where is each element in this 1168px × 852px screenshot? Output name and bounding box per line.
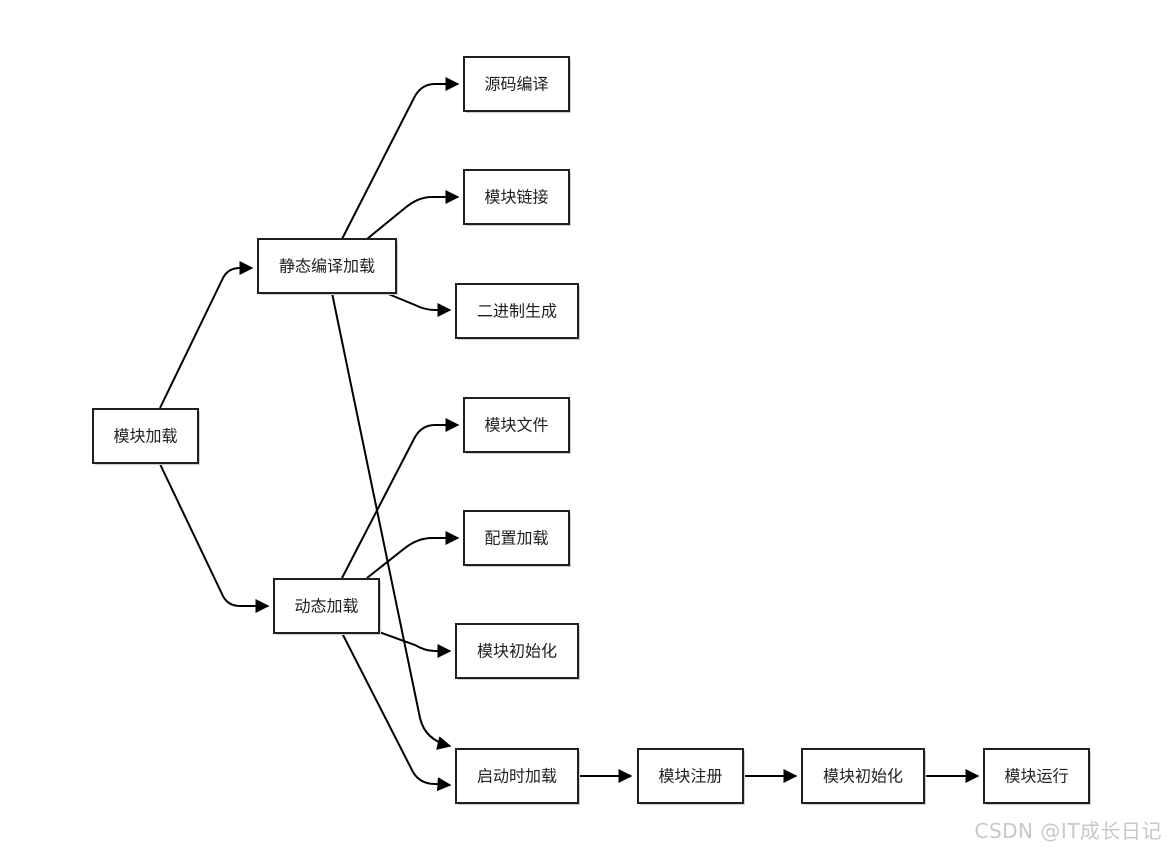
node-module-linking: 模块链接 — [463, 169, 571, 226]
node-module-file: 模块文件 — [463, 397, 571, 454]
node-static-compile-loading: 静态编译加载 — [257, 238, 398, 295]
edge-dynamic-to-module-init — [378, 631, 452, 658]
node-module-register: 模块注册 — [637, 748, 745, 805]
edge-dynamic-to-module-file — [341, 418, 460, 579]
edge-dynamic-to-config-loading — [366, 531, 460, 579]
node-label: 二进制生成 — [477, 302, 557, 321]
node-binary-generation: 二进制生成 — [455, 283, 580, 340]
node-module-run: 模块运行 — [983, 748, 1091, 805]
node-config-loading: 配置加载 — [463, 510, 571, 567]
node-label: 源码编译 — [484, 75, 548, 94]
node-startup-loading: 启动时加载 — [455, 748, 580, 805]
node-dynamic-loading: 动态加载 — [273, 578, 381, 635]
node-label: 模块注册 — [658, 767, 722, 786]
watermark: CSDN @IT成长日记 — [974, 819, 1162, 843]
node-module-init: 模块初始化 — [801, 748, 926, 805]
node-label: 静态编译加载 — [279, 257, 375, 276]
node-label: 模块加载 — [113, 427, 177, 446]
edge-module-loading-to-dynamic — [159, 463, 270, 613]
edge-static-to-source-compile — [341, 77, 460, 240]
edge-static-to-startup-loading — [331, 292, 452, 750]
node-label: 模块初始化 — [823, 767, 903, 786]
node-module-loading: 模块加载 — [92, 408, 200, 465]
node-label: 动态加载 — [294, 597, 358, 616]
edge-module-loading-to-static — [159, 261, 254, 409]
node-label: 模块链接 — [484, 188, 548, 207]
node-label: 模块初始化 — [477, 642, 557, 661]
node-label: 模块文件 — [484, 416, 548, 435]
node-source-compile: 源码编译 — [463, 56, 571, 113]
node-label: 配置加载 — [484, 529, 548, 548]
node-module-init-dynamic: 模块初始化 — [455, 623, 580, 680]
edge-static-to-module-linking — [366, 190, 460, 240]
edge-dynamic-to-startup-loading — [341, 632, 452, 792]
node-label: 启动时加载 — [477, 767, 557, 786]
edge-static-to-binary-generation — [385, 292, 452, 317]
node-label: 模块运行 — [1004, 767, 1068, 786]
